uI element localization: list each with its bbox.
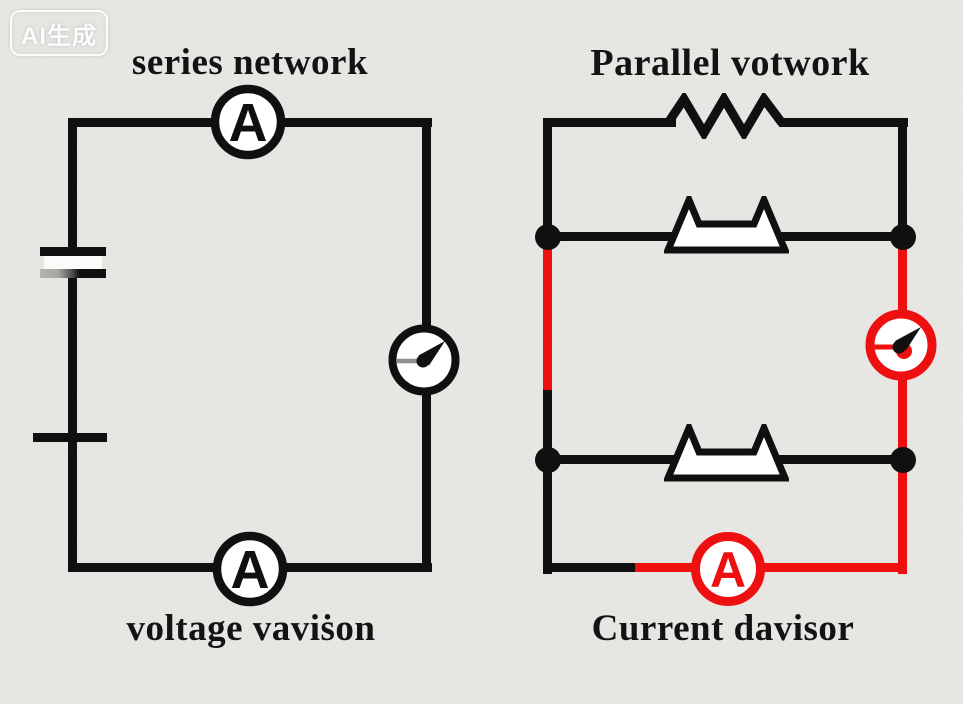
ammeter-ring (212, 531, 288, 607)
parallel-bottom-wire-black (543, 563, 638, 572)
battery-plate-bottom (40, 269, 106, 278)
parallel-bottom-wire-red (635, 563, 907, 572)
gauge-pivot (892, 340, 906, 354)
ammeter-ring (210, 84, 286, 160)
resistor-zigzag-line (666, 93, 784, 139)
ai-generated-watermark: AI生成 (10, 10, 108, 56)
battery-plate-top (40, 247, 106, 256)
parallel-top-wire-left (543, 118, 676, 127)
series-left-wire (68, 118, 77, 572)
gauge-pivot (416, 354, 430, 368)
junction-dot-bottom-left (535, 447, 561, 473)
parallel-right-wire-red-segment (898, 237, 907, 574)
resistor-trapezoid-icon-2 (664, 424, 789, 482)
parallel-right-wire-black-segment (898, 118, 907, 245)
junction-dot-top-right (890, 224, 916, 250)
resistor-trapezoid-shape (664, 424, 789, 482)
junction-dot-top-left (535, 224, 561, 250)
ammeter-red-icon: A (691, 532, 765, 606)
gauge-meter-icon (388, 324, 460, 396)
parallel-left-wire-red-segment (543, 249, 552, 390)
ammeter-series-bottom-icon: A (212, 531, 288, 607)
left-circuit-caption: voltage vaviṡon (126, 608, 376, 649)
battery-plate-single (33, 433, 107, 442)
right-circuit-title: Parallel votwork (590, 42, 870, 84)
junction-dot-bottom-right (890, 447, 916, 473)
watermark-text: AI生成 (21, 22, 97, 50)
resistor-trapezoid-shape (664, 196, 789, 254)
parallel-top-wire-right (779, 118, 908, 127)
ammeter-ring-red (691, 532, 765, 606)
resistor-trapezoid-icon-1 (664, 196, 789, 254)
battery-gap (44, 255, 102, 270)
resistor-zigzag-icon (666, 93, 784, 139)
ammeter-series-top-icon: A (210, 84, 286, 160)
ammeter-letter-red: A (710, 542, 746, 598)
left-circuit-title: series network (131, 42, 369, 83)
ammeter-letter: A (231, 540, 270, 600)
gauge-meter-red-icon (865, 309, 937, 381)
ammeter-letter: A (229, 93, 268, 153)
right-circuit-caption: Current davisor (591, 608, 855, 649)
